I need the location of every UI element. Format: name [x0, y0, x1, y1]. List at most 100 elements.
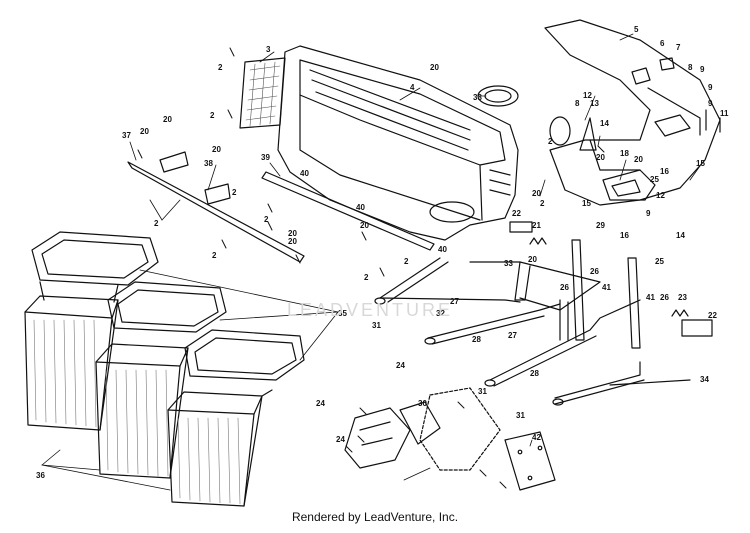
- spring-23: [671, 309, 689, 317]
- callout: 33: [504, 259, 513, 268]
- callout: 35: [338, 309, 347, 318]
- callout: 31: [372, 321, 381, 330]
- callout: 24: [316, 399, 325, 408]
- plate-assembly: [419, 387, 501, 471]
- screen: [239, 57, 286, 129]
- callout: 9: [708, 99, 713, 108]
- support-frame: [374, 239, 645, 406]
- callout: 2: [404, 257, 409, 266]
- callout: 6: [660, 39, 665, 48]
- callout: 14: [676, 231, 685, 240]
- support-bar-39: [261, 171, 435, 251]
- leader-lines: [41, 33, 701, 491]
- callout: 3: [266, 45, 271, 54]
- chute: [544, 19, 721, 206]
- latch-parts: [631, 57, 721, 137]
- callout: 9: [646, 209, 651, 218]
- callout: 20: [634, 155, 643, 164]
- callout: 13: [590, 99, 599, 108]
- callout: 21: [532, 221, 541, 230]
- bag-mesh: [33, 319, 241, 505]
- callout: 27: [450, 297, 459, 306]
- callout: 20: [532, 189, 541, 198]
- rendered-by-caption: Rendered by LeadVenture, Inc.: [291, 510, 459, 524]
- callout: 20: [163, 115, 172, 124]
- callout: 30: [418, 399, 427, 408]
- callout: 18: [620, 149, 629, 158]
- callout: 36: [36, 471, 45, 480]
- callout: 22: [708, 311, 717, 320]
- callout: 28: [530, 369, 539, 378]
- callout: 42: [532, 433, 541, 442]
- callout: 9: [708, 83, 713, 92]
- callout: 2: [232, 188, 237, 197]
- callout: 38: [204, 159, 213, 168]
- callout: 26: [590, 267, 599, 276]
- bag-assembly-middle: [95, 281, 227, 479]
- callout: 2: [210, 111, 215, 120]
- callout: 15: [582, 199, 591, 208]
- mounting-bracket-30: [344, 401, 441, 469]
- plate-42: [504, 431, 556, 491]
- callout: 20: [360, 221, 369, 230]
- spring-21: [529, 237, 547, 245]
- callout: 28: [472, 335, 481, 344]
- callout: 7: [676, 43, 681, 52]
- callout: 31: [478, 387, 487, 396]
- bag-frame-hood: [277, 45, 519, 241]
- callout: 2: [540, 199, 545, 208]
- callout: 20: [212, 145, 221, 154]
- callout: 24: [396, 361, 405, 370]
- callout: 11: [720, 109, 729, 118]
- callout: 32: [436, 309, 445, 318]
- callout: 2: [212, 251, 217, 260]
- callout: 9: [700, 65, 705, 74]
- callout: 20: [140, 127, 149, 136]
- callout: 8: [688, 63, 693, 72]
- callout: 41: [602, 283, 611, 292]
- callout: 16: [620, 231, 629, 240]
- rod-33: [609, 379, 691, 386]
- callout: 39: [261, 153, 270, 162]
- callout: 20: [288, 237, 297, 246]
- disc-13: [549, 116, 571, 146]
- callout: 4: [410, 83, 415, 92]
- callout: 20: [528, 255, 537, 264]
- callout: 33: [473, 93, 482, 102]
- callout: 31: [516, 411, 525, 420]
- hardware-bolts: [137, 47, 605, 489]
- bag-assembly-right: [167, 329, 305, 507]
- callout: 2: [548, 137, 553, 146]
- guard-18: [602, 169, 656, 201]
- callout: 20: [288, 229, 297, 238]
- callout: 14: [600, 119, 609, 128]
- callout: 2: [264, 215, 269, 224]
- callout: 40: [438, 245, 447, 254]
- callout: 12: [656, 191, 665, 200]
- watermark: LEADVENTURE: [286, 300, 454, 320]
- callout: 29: [596, 221, 605, 230]
- callout: 22: [512, 209, 521, 218]
- callout-labels: 3 2 20 4 5 6 7 8 9 9 11 9 33 2 37 20 20 …: [36, 25, 729, 480]
- callout: 15: [696, 159, 705, 168]
- callout: 24: [336, 435, 345, 444]
- callout: 25: [655, 257, 664, 266]
- callout: 40: [356, 203, 365, 212]
- bracket-12: [579, 117, 597, 151]
- callout: 27: [508, 331, 517, 340]
- callout: 5: [634, 25, 639, 34]
- callout: 25: [650, 175, 659, 184]
- callout: 41: [646, 293, 655, 302]
- callout: 40: [300, 169, 309, 178]
- callout: 2: [364, 273, 369, 282]
- callout: 20: [596, 153, 605, 162]
- callout: 8: [575, 99, 580, 108]
- ring-34-inner: [484, 89, 512, 103]
- bag-assembly-left: [24, 231, 159, 431]
- tube-22-right: [681, 319, 713, 337]
- callout: 26: [560, 283, 569, 292]
- callout: 23: [678, 293, 687, 302]
- tube-22-upper: [509, 221, 533, 233]
